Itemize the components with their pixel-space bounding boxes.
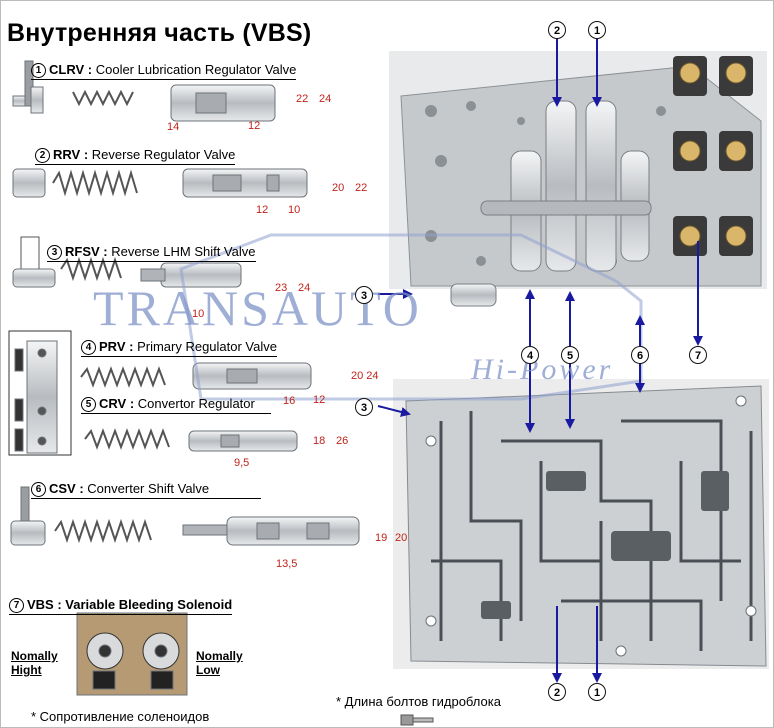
dim-number: 24: [298, 282, 311, 294]
dim-number: 23: [275, 282, 288, 294]
dim-number: 10: [192, 308, 205, 320]
bolt-icon: [400, 714, 434, 726]
circled-number: 2: [35, 148, 50, 163]
circled-number: 6: [31, 482, 46, 497]
marker-2-bottom: 2: [548, 683, 566, 701]
normally-high-line2: Hight: [11, 663, 42, 677]
dim-number: 12: [248, 120, 261, 132]
valve-abbr: PRV: [99, 339, 126, 354]
valve-parts-photos: [8, 60, 360, 696]
dim-number: 18: [313, 435, 326, 447]
valve-abbr: CLRV: [49, 62, 85, 77]
marker-1-bottom: 1: [588, 683, 606, 701]
marker-1-top: 1: [588, 21, 606, 39]
valve-abbr: CRV: [99, 396, 127, 411]
callout-arrows: [377, 39, 703, 683]
csv-parts: [10, 486, 360, 546]
marker-3-lower: 3: [355, 398, 373, 416]
lower-valve-body-photo: [393, 379, 769, 669]
circled-number: 3: [47, 245, 62, 260]
marker-7: 7: [689, 346, 707, 364]
dim-number: 22: [355, 182, 368, 194]
dim-number: 19: [375, 532, 388, 544]
normally-high-line1: Nomally: [11, 649, 58, 663]
dim-number: 20: [395, 532, 408, 544]
dim-number: 12: [313, 394, 326, 406]
crv-parts: [84, 428, 298, 452]
watermark-car-outline: [179, 233, 643, 401]
dim-number: 10: [288, 204, 301, 216]
circled-number: 7: [9, 598, 24, 613]
dim-number: 26: [336, 435, 349, 447]
valve-desc: Reverse LHM Shift Valve: [111, 244, 256, 259]
watermark-slogan: Hi-Power: [471, 353, 614, 386]
upper-valve-body-photo: [389, 51, 767, 307]
marker-2-top: 2: [548, 21, 566, 39]
valve-desc: Converter Shift Valve: [87, 481, 210, 496]
circled-number: 5: [81, 397, 96, 412]
rrv-parts: [12, 168, 308, 198]
page-title: Внутренняя часть (VBS): [7, 19, 312, 47]
prv-parts: [8, 330, 312, 456]
dim-number: 12: [256, 204, 269, 216]
dim-number: 22: [296, 93, 309, 105]
marker-3-upper: 3: [355, 286, 373, 304]
normally-low-line2: Low: [196, 663, 220, 677]
valve-abbr: VBS: [27, 597, 54, 612]
valve-desc: Variable Bleeding Solenoid: [65, 597, 233, 612]
watermark-brand: TRANSAUTO: [93, 280, 422, 336]
valve-desc: Primary Regulator Valve: [137, 339, 277, 354]
normally-low-line1: Nomally: [196, 649, 243, 663]
marker-4: 4: [521, 346, 539, 364]
normally-high-label: Nomally Hight: [11, 649, 58, 677]
circled-number: 4: [81, 340, 96, 355]
valve-desc: Convertor Regulator: [137, 396, 255, 411]
resistance-note: * Сопротивление соленоидов: [31, 709, 210, 724]
dim-number: 20: [332, 182, 345, 194]
vbs-solenoid-photo: [76, 612, 188, 696]
dim-number: 20 24: [351, 370, 379, 382]
dim-number: 13,5: [276, 558, 298, 570]
valve-desc: Cooler Lubrication Regulator Valve: [95, 62, 297, 77]
dim-number: 9,5: [234, 457, 250, 469]
valve-abbr: CSV: [49, 481, 76, 496]
valve-abbr: RFSV: [65, 244, 100, 259]
clrv-parts: [12, 60, 276, 122]
valve-abbr: RRV: [53, 147, 81, 162]
marker-6: 6: [631, 346, 649, 364]
valve-desc: Reverse Regulator Valve: [91, 147, 236, 162]
bolts-note: * Длина болтов гидроблока: [336, 694, 501, 709]
dim-number: 24: [319, 93, 332, 105]
dim-number: 16: [283, 395, 296, 407]
marker-5: 5: [561, 346, 579, 364]
circled-number: 1: [31, 63, 46, 78]
normally-low-label: Nomally Low: [196, 649, 243, 677]
dim-number: 14: [167, 121, 180, 133]
